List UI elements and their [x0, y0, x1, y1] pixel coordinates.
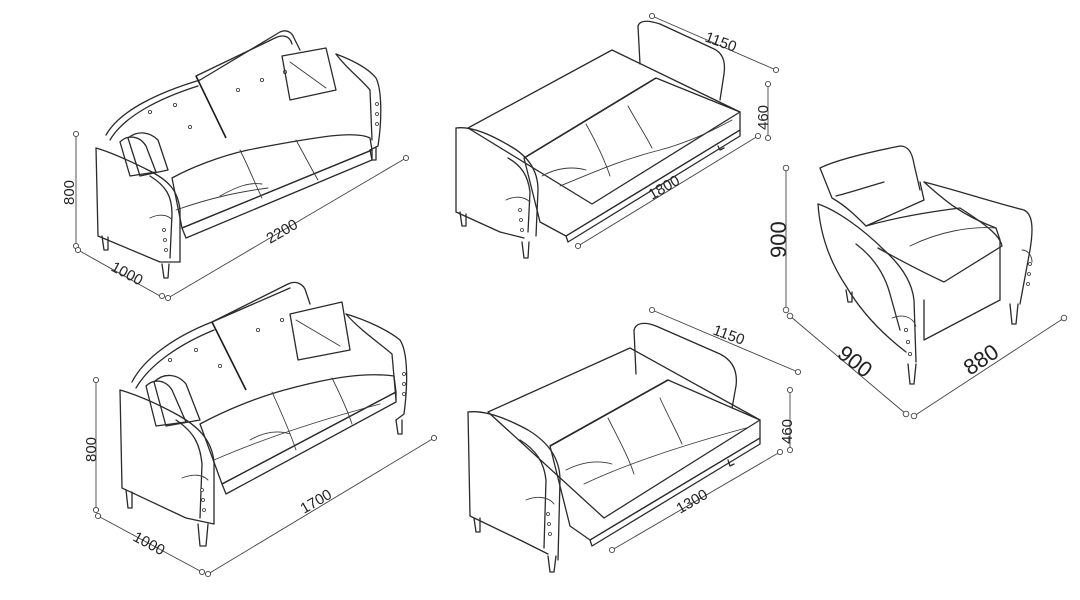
- bed2-length-label: 1300: [674, 486, 711, 517]
- sofa-bed-3-seater: 1150 460 1800: [455, 12, 780, 259]
- sofa-3-seater: 800 1000 2200: [61, 30, 410, 302]
- sofa3-depth-label: 1000: [108, 259, 145, 290]
- bed2-width-label: 1150: [711, 322, 747, 349]
- sofa-2-seater: 800 1000 1700: [83, 281, 438, 578]
- sofa3-height-label: 800: [61, 180, 78, 205]
- sofa2-length-label: 1700: [298, 486, 335, 517]
- armchair-height-label: 900: [766, 221, 791, 258]
- sofa-bed-2-seater: 1150 460 1300: [467, 306, 802, 573]
- sofa2-height-label: 800: [83, 437, 100, 462]
- armchair-depth-label: 900: [833, 340, 877, 382]
- sofa2-depth-label: 1000: [130, 529, 167, 560]
- sofa3-length-label: 2200: [264, 216, 301, 247]
- bed3-width-label: 1150: [703, 29, 739, 56]
- armchair: 900 900 880: [766, 145, 1068, 420]
- armchair-width-label: 880: [959, 339, 1003, 380]
- bed3-height-label: 460: [755, 105, 772, 130]
- bed2-height-label: 460: [779, 419, 796, 444]
